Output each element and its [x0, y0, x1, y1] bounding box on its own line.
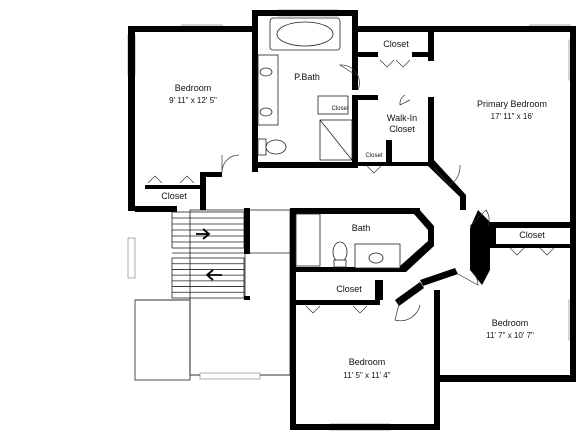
door-swing	[469, 209, 490, 227]
door-swing	[394, 299, 421, 322]
thin-outlines	[134, 209, 291, 381]
primary-bedroom-dims: 17' 11" x 16'	[491, 112, 534, 121]
stair-arrow-right-icon	[196, 228, 211, 240]
bathtub-basin	[276, 21, 334, 47]
sink-icon	[259, 67, 273, 77]
toilet-icon	[265, 139, 287, 155]
primary-bedroom-name: Primary Bedroom	[477, 99, 547, 109]
bath-label: Bath	[352, 223, 371, 233]
bath-tub-small	[295, 213, 321, 267]
closet-east-label: Closet	[519, 230, 545, 240]
sink-icon	[259, 107, 273, 117]
walls	[128, 10, 576, 430]
closet-top-label: Closet	[383, 39, 409, 49]
sink-icon	[368, 252, 384, 264]
stair-arrow-left-icon	[205, 269, 222, 281]
toilet-tank	[257, 138, 267, 156]
bedroom-s-dims: 11' 5" x 11' 4"	[343, 371, 390, 380]
doors	[147, 59, 555, 322]
fixtures	[257, 17, 401, 269]
closet-mid-label: Closet	[336, 284, 362, 294]
pbath-label: P.Bath	[294, 72, 320, 82]
door-swing	[433, 164, 461, 186]
closet-nw-label: Closet	[161, 191, 187, 201]
bedroom-nw-dims: 9' 11" x 12' 5"	[169, 96, 217, 105]
walkin-closet-line2: Closet	[389, 124, 415, 134]
door-swing	[399, 94, 411, 106]
bedroom-s-name: Bedroom	[349, 357, 386, 367]
closet-small-a-label: Closet	[331, 106, 348, 112]
door-swing	[457, 269, 479, 286]
room-labels: Bedroom 9' 11" x 12' 5" P.Bath Closet Pr…	[161, 39, 547, 380]
bedroom-nw-name: Bedroom	[175, 83, 212, 93]
walkin-closet-line1: Walk-In	[387, 113, 417, 123]
door-swing	[221, 154, 240, 173]
staircase	[171, 211, 290, 299]
closet-small-b-label: Closet	[365, 153, 382, 159]
bedroom-e-name: Bedroom	[492, 318, 529, 328]
bedroom-e-dims: 11' 7" x 10' 7"	[486, 331, 534, 340]
door-swing	[338, 64, 360, 91]
toilet-icon	[332, 241, 348, 263]
